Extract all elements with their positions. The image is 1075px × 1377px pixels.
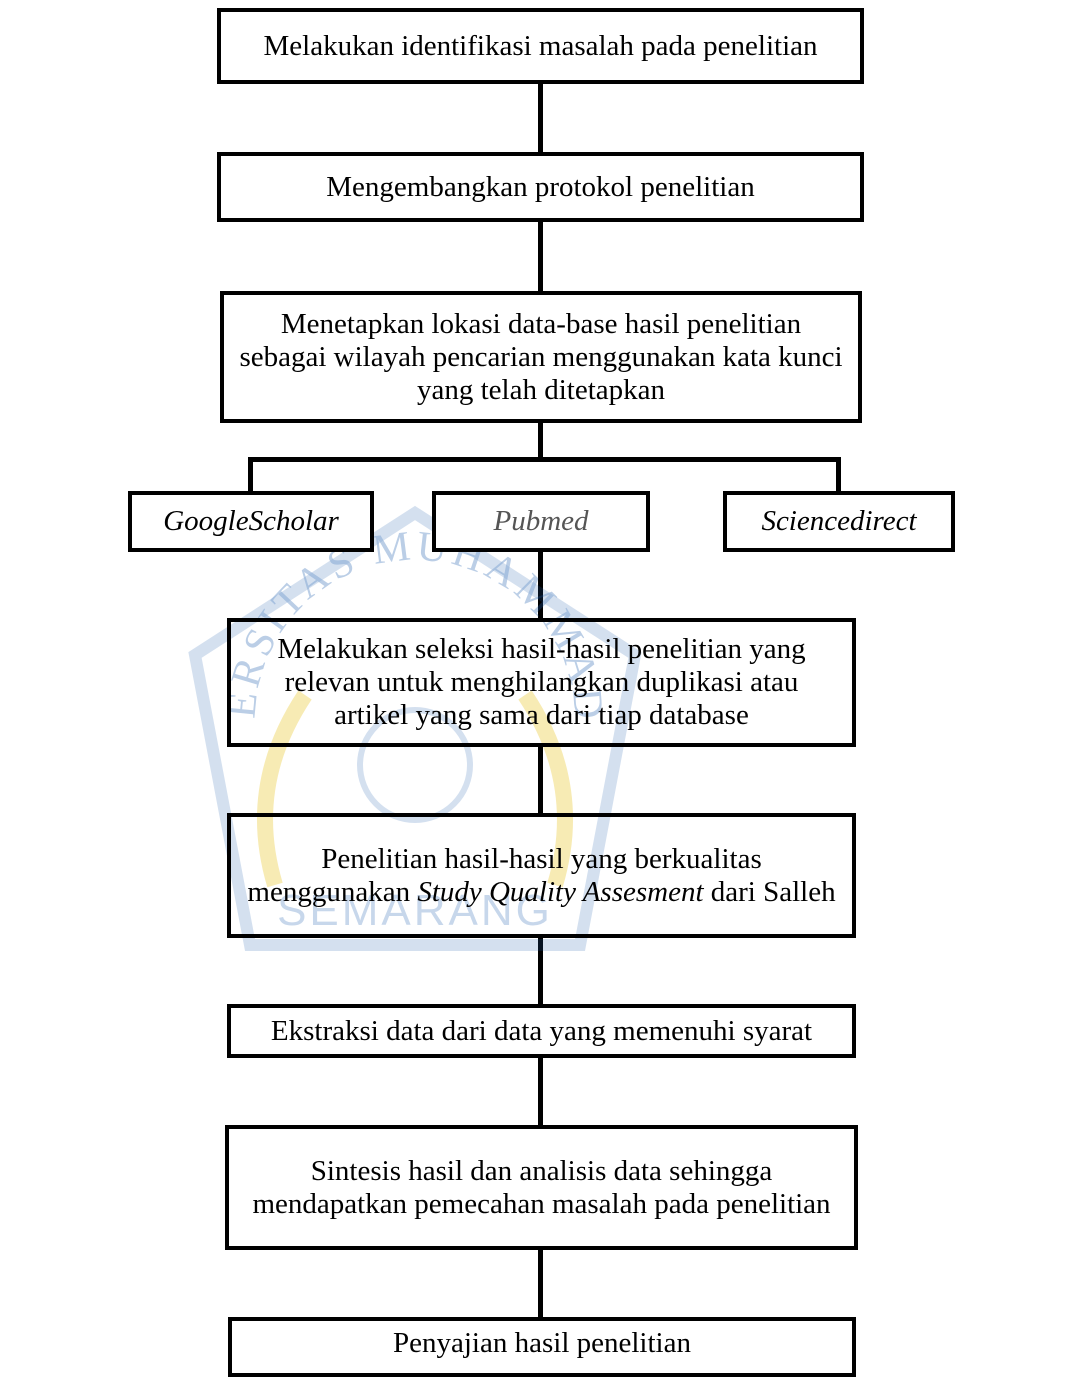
database-pubmed: Pubmed: [432, 491, 650, 552]
step-develop-protocol-text: Mengembangkan protokol penelitian: [326, 170, 755, 203]
connector-db-5: [538, 550, 543, 622]
step-quality-assessment-text-a: Penelitian hasil-hasil yang berkualitas …: [247, 842, 762, 908]
step-identify-problem-text: Melakukan identifikasi masalah pada pene…: [263, 29, 818, 62]
step-quality-assessment-method: Study Quality Assesment: [417, 875, 704, 908]
connector-6-7: [538, 936, 543, 1006]
database-pubmed-label: Pubmed: [493, 505, 589, 537]
step-synthesis-text: Sintesis hasil dan analisis data sehingg…: [252, 1154, 831, 1220]
step-quality-assessment: Penelitian hasil-hasil yang berkualitas …: [227, 813, 856, 938]
step-set-database-text: Menetapkan lokasi data-base hasil peneli…: [239, 307, 843, 406]
connector-1-2: [538, 82, 543, 154]
branch-horizontal: [248, 457, 841, 462]
step-select-results-text: Melakukan seleksi hasil-hasil penelitian…: [277, 633, 806, 731]
step-synthesis: Sintesis hasil dan analisis data sehingg…: [225, 1125, 858, 1250]
connector-3-branch: [538, 421, 543, 461]
branch-left-drop: [248, 457, 253, 494]
step-extract-data: Ekstraksi data dari data yang memenuhi s…: [227, 1004, 856, 1058]
connector-2-3: [538, 220, 543, 293]
connector-5-6: [538, 745, 543, 816]
step-quality-assessment-text: Penelitian hasil-hasil yang berkualitas …: [245, 843, 838, 909]
step-develop-protocol: Mengembangkan protokol penelitian: [217, 152, 864, 222]
step-identify-problem: Melakukan identifikasi masalah pada pene…: [217, 8, 864, 84]
database-googlescholar-label: GoogleScholar: [163, 505, 339, 537]
database-googlescholar: GoogleScholar: [128, 491, 374, 552]
step-select-results: Melakukan seleksi hasil-hasil penelitian…: [227, 618, 856, 747]
connector-7-8: [538, 1056, 543, 1128]
step-quality-assessment-text-c: dari Salleh: [710, 875, 836, 908]
database-sciencedirect-label: Sciencedirect: [761, 505, 917, 537]
branch-right-drop: [836, 457, 841, 494]
connector-8-9: [538, 1248, 543, 1320]
database-sciencedirect: Sciencedirect: [723, 491, 955, 552]
step-present-results-text: Penyajian hasil penelitian: [393, 1327, 691, 1359]
step-present-results: Penyajian hasil penelitian: [228, 1317, 856, 1377]
step-extract-data-text: Ekstraksi data dari data yang memenuhi s…: [270, 1014, 813, 1047]
step-set-database: Menetapkan lokasi data-base hasil peneli…: [220, 291, 862, 423]
